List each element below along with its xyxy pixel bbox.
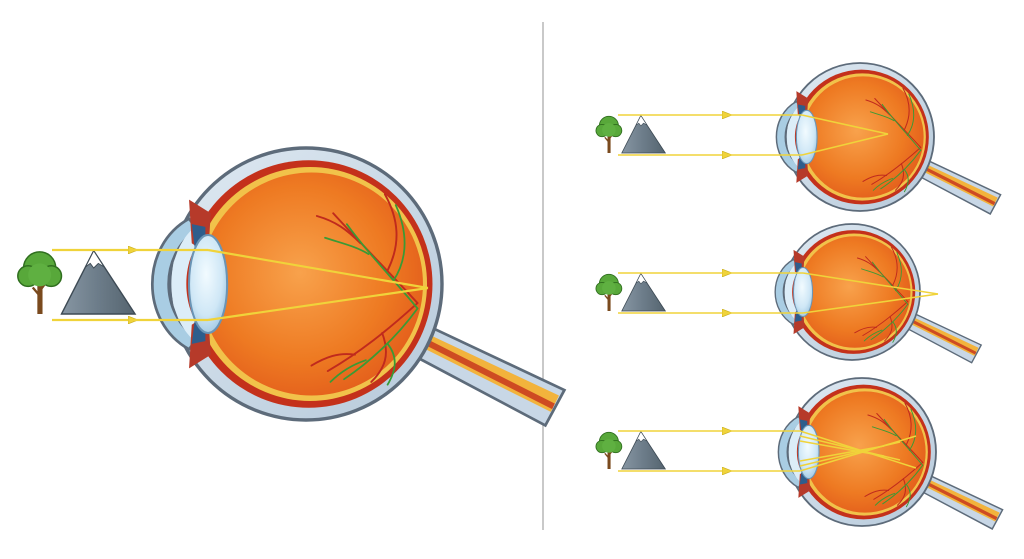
scene-tree-mountain — [595, 430, 667, 470]
light-rays — [618, 431, 917, 471]
scene-tree-mountain — [595, 114, 667, 154]
light-rays — [52, 250, 429, 320]
light-rays — [618, 273, 939, 313]
eye-icon — [150, 146, 567, 428]
light-rays — [618, 115, 889, 155]
panel-normal-vision — [16, 146, 567, 428]
panel-myopia — [595, 62, 1002, 215]
eye-icon — [774, 223, 983, 364]
eye-icon — [775, 62, 1002, 215]
panel-hyperopia — [595, 223, 983, 364]
scene-tree-mountain — [16, 249, 137, 316]
eye-icon — [777, 377, 1004, 530]
scene-tree-mountain — [595, 272, 667, 312]
panel-astigmatism — [595, 377, 1004, 530]
